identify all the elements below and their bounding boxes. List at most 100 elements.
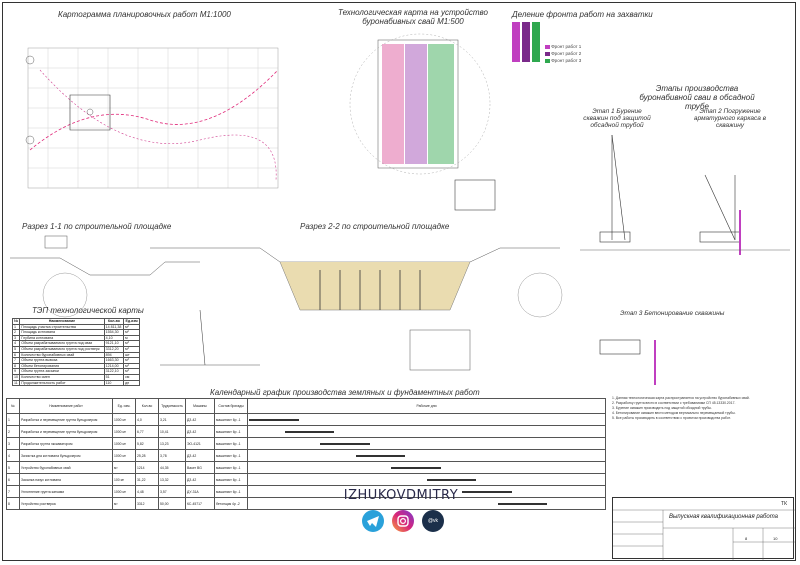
note-item: 3. Бурение скважин производить под защит… bbox=[612, 406, 712, 410]
calendar-cell: 3 bbox=[6, 437, 20, 450]
note-item: 1. Данная технологическая карта распрост… bbox=[612, 396, 750, 400]
tep-cell: м³ bbox=[123, 340, 140, 347]
calendar-cell: 3,57 bbox=[158, 485, 186, 498]
gantt-bar bbox=[462, 490, 512, 493]
calendar-cell: 100 м³ bbox=[112, 473, 136, 486]
tep-cell: дн bbox=[123, 379, 140, 387]
watermark-text: IZHUKOVDMITRY bbox=[343, 488, 459, 503]
gantt-cell bbox=[247, 449, 606, 462]
pile-rigs bbox=[580, 134, 790, 385]
tep-cell: см bbox=[123, 373, 140, 381]
tep-cell: 14 811,38 bbox=[103, 323, 125, 331]
vk-icon[interactable]: @vk bbox=[422, 510, 444, 532]
calendar-cell: 1000 м³ bbox=[112, 413, 136, 426]
calendar-cell: машинист 6р -1 bbox=[214, 473, 248, 486]
calendar-cell: 50,00 bbox=[158, 497, 186, 510]
calendar-cell: бетонщик 4р -2 bbox=[214, 497, 248, 510]
calendar-cell: Устройство ростверка bbox=[19, 497, 113, 510]
tep-cell: 4,10 bbox=[103, 334, 125, 342]
calendar-title: Календарный график производства земляных… bbox=[210, 388, 480, 397]
telegram-icon[interactable] bbox=[362, 510, 384, 532]
tep-cell: 10 bbox=[11, 373, 21, 381]
calendar-cell: КС-45717 bbox=[185, 497, 215, 510]
tep-cell: 9121,10 bbox=[103, 340, 125, 347]
calendar-cell: ДЗ-42 bbox=[185, 473, 215, 486]
calendar-cell: 7 bbox=[6, 485, 20, 498]
calendar-cell: 1000 м³ bbox=[112, 485, 136, 498]
cal-header-name: Наименование работ bbox=[19, 398, 113, 414]
gantt-bar bbox=[391, 466, 441, 469]
zone-bars bbox=[512, 22, 540, 62]
calendar-cell: Зачистка дна котлована бульдозером bbox=[19, 449, 113, 462]
gantt-cell bbox=[247, 413, 606, 426]
calendar-cell: 4,0 bbox=[135, 413, 159, 426]
calendar-cell: м³ bbox=[112, 461, 136, 474]
title-block: ТК Выпускная квалификационная работа 8 1… bbox=[612, 497, 795, 560]
tep-cell: 2 bbox=[11, 329, 21, 336]
grading-map-title: Картограмма планировочных работ М1:1000 bbox=[58, 10, 231, 19]
calendar-cell: 1000 м³ bbox=[112, 437, 136, 450]
tep-cell: шт bbox=[123, 351, 140, 359]
stamp-code: ТК bbox=[781, 501, 787, 507]
tep-cell: 1554,30 bbox=[103, 329, 125, 336]
legend-item-2: Фронт работ 2 bbox=[545, 51, 581, 56]
tep-cell: м bbox=[123, 334, 140, 342]
calendar-cell: 1 bbox=[6, 413, 20, 426]
section11-title: Разрез 1-1 по строительной площадке bbox=[22, 222, 172, 231]
calendar-cell: 3312 bbox=[135, 497, 159, 510]
gantt-bar bbox=[426, 478, 477, 481]
gantt-bar bbox=[249, 418, 299, 421]
stage1-title: Этап 1 Бурение скважин под защитой обсад… bbox=[583, 108, 651, 129]
stamp-title: Выпускная квалификационная работа bbox=[669, 514, 778, 520]
instagram-icon[interactable] bbox=[392, 510, 414, 532]
note-item: 2. Разработку грунта вести в соответстви… bbox=[612, 401, 736, 405]
calendar-cell: 5,82 bbox=[135, 437, 159, 450]
gantt-bar bbox=[497, 502, 548, 505]
calendar-cell: 31,22 bbox=[135, 473, 159, 486]
cal-header-labor: Трудоемкость bbox=[158, 398, 186, 414]
grading-map bbox=[25, 47, 279, 189]
cal-header-num: № bbox=[6, 398, 20, 414]
calendar-cell: Засыпка пазух котлована bbox=[19, 473, 113, 486]
tep-header-num: № bbox=[11, 318, 21, 325]
calendar-cell: машинист 6р -1 bbox=[214, 485, 248, 498]
zones-title: Деление фронта работ на захватки bbox=[512, 10, 653, 19]
gantt-bar bbox=[320, 442, 370, 445]
tep-cell: 3 bbox=[11, 334, 21, 342]
calendar-cell: Разработка грунта экскаватором bbox=[19, 437, 113, 450]
calendar-cell: 4,48 bbox=[135, 485, 159, 498]
calendar-cell: Bauer BG bbox=[185, 461, 215, 474]
legend-swatch bbox=[545, 44, 550, 49]
instagram-glyph bbox=[397, 515, 409, 527]
legend-item-3: Фронт работ 3 bbox=[545, 58, 581, 63]
sections bbox=[10, 235, 563, 371]
tep-cell: 894 bbox=[103, 351, 125, 359]
calendar-cell: Уплотнение грунта катками bbox=[19, 485, 113, 498]
tep-cell: м³ bbox=[123, 368, 140, 375]
tep-cell: м³ bbox=[123, 346, 140, 353]
calendar-cell: 13,23 bbox=[158, 437, 186, 450]
tep-cell: 51 bbox=[103, 373, 125, 381]
calendar-cell: 4 bbox=[6, 449, 20, 462]
notes-block: 1. Данная технологическая карта распрост… bbox=[612, 396, 792, 421]
note-item: 4. Бетонирование скважин вести методом в… bbox=[612, 411, 736, 415]
calendar-cell: 6,77 bbox=[135, 425, 159, 438]
calendar-cell: 8 bbox=[6, 497, 20, 510]
calendar-cell: 5 bbox=[6, 461, 20, 474]
